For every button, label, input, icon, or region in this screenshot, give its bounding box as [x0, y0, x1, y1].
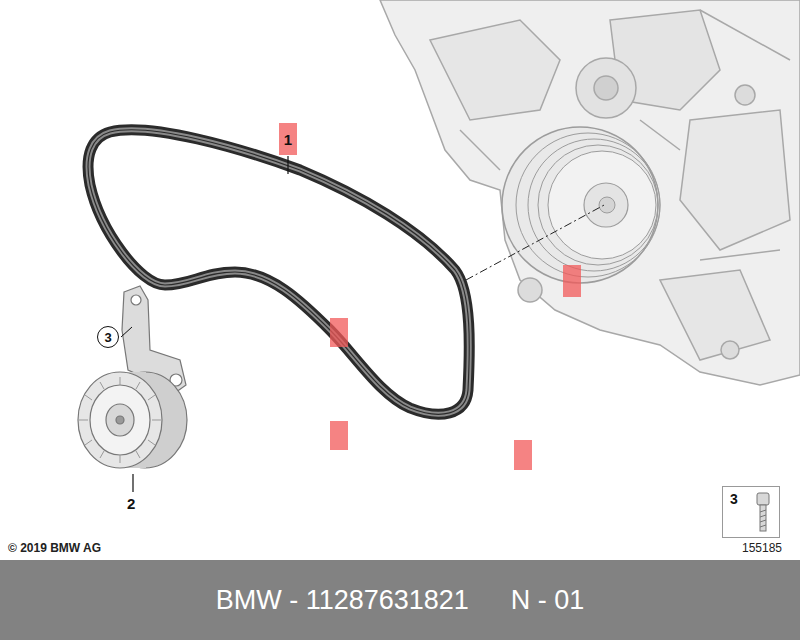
node-text: 1 [284, 131, 292, 148]
node-text: 3 [104, 330, 111, 345]
callout-number: 2 [127, 495, 135, 512]
part-number-bar: BMW - 11287631821 N - 01 [0, 560, 800, 640]
copyright-note: © 2019 BMW AG [8, 541, 101, 555]
node-text: 3 [730, 491, 738, 507]
crank-pulley [502, 127, 660, 283]
engine-housing [380, 0, 800, 385]
red-mark [330, 265, 581, 470]
image-number: 155185 [742, 541, 782, 555]
callout-circle: 3 [97, 326, 119, 348]
callout-mark: 1 [279, 123, 297, 155]
center-line [466, 204, 606, 280]
bolt-icon [757, 493, 769, 531]
part-box: 3 [722, 486, 780, 538]
node-text: N - 01 [511, 585, 585, 616]
leader-line [132, 474, 133, 492]
leader-line [287, 156, 288, 174]
leader-line [121, 327, 132, 337]
tensioner [78, 286, 187, 468]
node-text: BMW - 11287631821 [216, 585, 469, 616]
